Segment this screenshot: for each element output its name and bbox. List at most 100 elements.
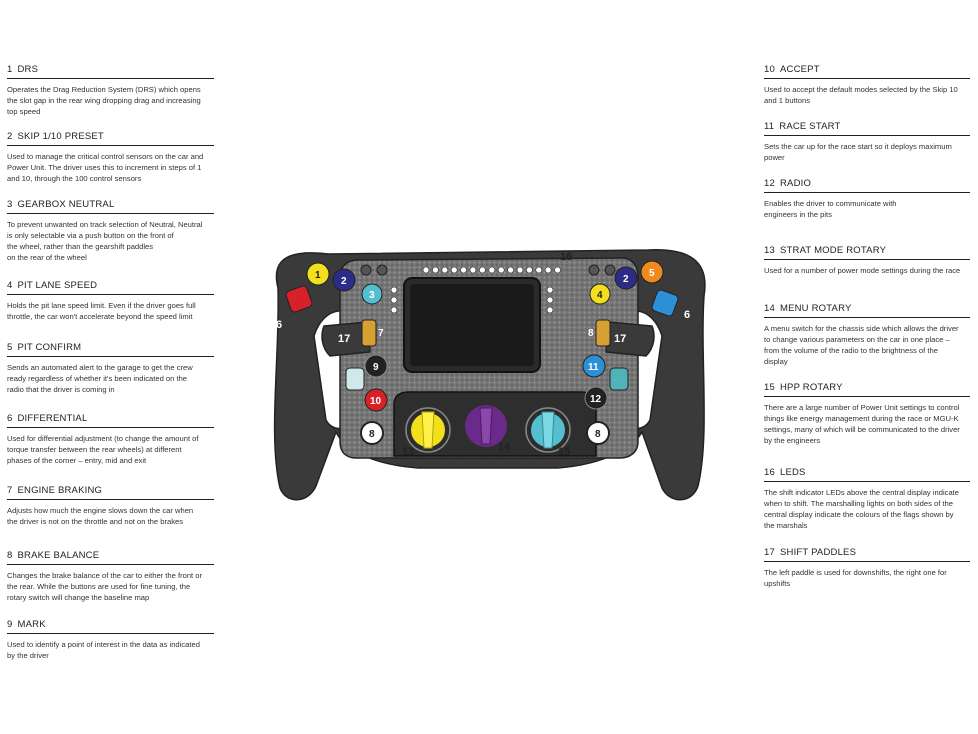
svg-text:1: 1 xyxy=(315,270,321,281)
marshal-light xyxy=(390,296,398,304)
annotation-heading: 6 DIFFERENTIAL xyxy=(7,413,214,428)
annotation-description: Holds the pit lane speed limit. Even if … xyxy=(7,301,196,321)
annotation-description: Sets the car up for the race start so it… xyxy=(764,142,952,162)
marshal-light xyxy=(546,286,554,294)
brake-balance-button-right xyxy=(586,421,610,445)
annotation-title: PIT CONFIRM xyxy=(17,342,82,353)
mark-button xyxy=(364,354,388,378)
annotation-number: 14 xyxy=(764,303,775,314)
marshal-light xyxy=(546,296,554,304)
strat-mode-rotary xyxy=(405,407,451,453)
annotation-description: Sends an automated alert to the garage t… xyxy=(7,363,193,394)
shift-led xyxy=(479,266,486,274)
annotation-title: STRAT MODE ROTARY xyxy=(779,245,887,256)
annotation-number: 5 xyxy=(7,342,13,353)
svg-text:11: 11 xyxy=(588,362,599,373)
annotation-heading: 11 RACE START xyxy=(764,121,970,136)
svg-text:5: 5 xyxy=(649,268,655,279)
marshal-light xyxy=(546,306,554,314)
annotation-heading: 5 PIT CONFIRM xyxy=(7,342,214,357)
engine-braking-dial xyxy=(361,319,377,347)
radio-button xyxy=(584,386,608,410)
annotation-description: Adjusts how much the engine slows down t… xyxy=(7,506,194,526)
annotation-heading: 14 MENU ROTARY xyxy=(764,303,970,318)
svg-text:2: 2 xyxy=(341,276,347,287)
label-13: 13 xyxy=(402,446,414,458)
marshal-lights-left xyxy=(390,286,398,314)
svg-text:8: 8 xyxy=(369,429,375,440)
shift-led xyxy=(554,266,561,274)
annotation-number: 15 xyxy=(764,382,775,393)
annotation-description: The shift indicator LEDs above the centr… xyxy=(764,488,960,530)
shift-leds xyxy=(422,266,561,274)
annotation-number: 6 xyxy=(7,413,13,424)
annotation-number: 2 xyxy=(7,131,13,142)
shift-led xyxy=(535,266,543,274)
skip-button-right xyxy=(614,266,638,290)
svg-text:8: 8 xyxy=(595,429,601,440)
annotation-number: 8 xyxy=(7,550,13,561)
label-16: 16 xyxy=(560,251,572,263)
svg-text:17: 17 xyxy=(338,333,350,345)
annotation-heading: 13 STRAT MODE ROTARY xyxy=(764,245,970,260)
neutral-button xyxy=(361,283,383,305)
annotation-description: Used for differential adjustment (to cha… xyxy=(7,434,199,465)
hpp-rotary xyxy=(525,407,571,453)
annotation-14: 14 MENU ROTARY A menu switch for the chass… xyxy=(764,303,970,367)
annotation-title: SHIFT PADDLES xyxy=(779,547,857,558)
svg-text:3: 3 xyxy=(369,290,375,301)
annotation-title: LEDs xyxy=(779,467,806,478)
label-6-left: 6 xyxy=(276,319,282,331)
svg-text:10: 10 xyxy=(370,396,382,407)
shift-led xyxy=(460,266,467,274)
menu-rotary xyxy=(465,405,507,447)
annotation-title: DRS xyxy=(17,64,39,75)
svg-text:17: 17 xyxy=(614,333,626,345)
shift-led xyxy=(516,266,524,274)
diff-dial-right-lower xyxy=(609,367,629,391)
annotation-number: 4 xyxy=(7,280,13,291)
annotation-number: 10 xyxy=(764,64,775,75)
brake-balance-button-left xyxy=(360,421,384,445)
shift-led xyxy=(526,266,533,274)
marshal-lights-right xyxy=(546,286,554,314)
race-start-button xyxy=(582,354,606,378)
label-15: 15 xyxy=(558,446,570,458)
label-6-left-lower: 6 xyxy=(330,375,336,387)
annotation-6: 6 DIFFERENTIAL Used for differential adjus… xyxy=(7,413,214,466)
annotation-title: RACE START xyxy=(779,121,841,132)
shift-led xyxy=(450,266,458,274)
svg-text:2: 2 xyxy=(623,274,629,285)
svg-text:4: 4 xyxy=(597,290,603,301)
annotation-title: DIFFERENTIAL xyxy=(17,413,88,424)
annotation-13: 13 STRAT MODE ROTARY Used for a number of … xyxy=(764,245,970,276)
annotation-number: 13 xyxy=(764,245,775,256)
marshal-light xyxy=(390,286,398,294)
diff-dial-right-upper xyxy=(651,289,679,317)
annotation-title: MENU ROTARY xyxy=(779,303,852,314)
brake-balance-dial xyxy=(595,319,611,347)
shift-led xyxy=(441,266,449,274)
annotation-description: Used for a number of power mode settings… xyxy=(764,266,961,275)
annotation-number: 11 xyxy=(764,121,775,132)
annotation-description: Enables the driver to communicate with e… xyxy=(764,199,897,219)
annotation-title: RADIO xyxy=(779,178,812,189)
annotation-description: A menu switch for the chassis side which… xyxy=(764,324,959,366)
annotation-heading: 16LEDs xyxy=(764,467,970,482)
svg-text:8: 8 xyxy=(588,328,594,339)
steering-wheel-illustration: 16 13 14 15 1 2 3 4 2 5 6 xyxy=(273,249,706,501)
shift-led xyxy=(488,266,496,274)
